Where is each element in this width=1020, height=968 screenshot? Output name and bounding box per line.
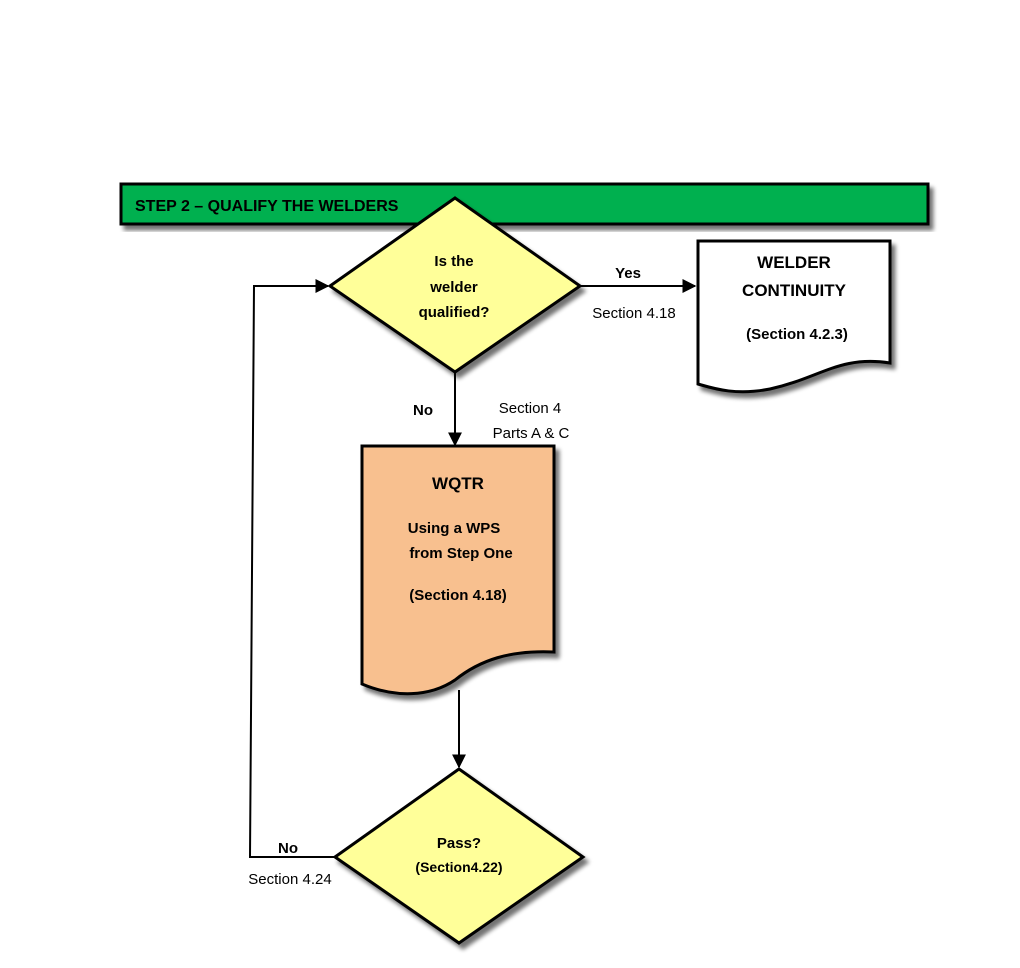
yes-connector: Yes Section 4.18: [580, 265, 697, 322]
no-label-top: No: [413, 402, 433, 419]
wqtr-shape: [360, 444, 556, 696]
wqtr-document: WQTR Using a WPS from Step One (Section …: [360, 444, 556, 696]
welder-continuity-reference: (Section 4.2.3): [746, 326, 848, 343]
no-reference-top-line-1: Section 4: [499, 400, 562, 417]
decision-welder-qualified-line-3: qualified?: [419, 304, 490, 321]
no-reference-bottom: Section 4.24: [248, 871, 331, 888]
step-header-bar: [119, 182, 930, 226]
welder-continuity-shape: [696, 239, 892, 394]
no-reference-top-line-2: Parts A & C: [493, 425, 570, 442]
decision-welder-qualified-line-2: welder: [429, 279, 478, 296]
yes-label: Yes: [615, 265, 641, 282]
no-loop-arrow: [248, 279, 335, 858]
wqtr-reference: (Section 4.18): [409, 587, 507, 604]
wqtr-line-2: from Step One: [409, 545, 512, 562]
welder-continuity-line-1: WELDER: [757, 253, 831, 272]
wqtr-line-1: Using a WPS: [408, 520, 501, 537]
no-connector-loop: No Section 4.24: [248, 279, 335, 888]
decision-pass-label: Pass?: [437, 835, 481, 852]
decision-welder-qualified-line-1: Is the: [434, 253, 473, 270]
no-connector-top: No Section 4 Parts A & C: [413, 372, 570, 447]
decision-welder-qualified: Is the welder qualified?: [327, 196, 583, 374]
wqtr-title: WQTR: [432, 474, 484, 493]
step-header-title: STEP 2 – QUALIFY THE WELDERS: [135, 198, 399, 215]
decision-pass-reference: (Section4.22): [415, 859, 502, 875]
yes-reference: Section 4.18: [592, 305, 675, 322]
welder-continuity-document: WELDER CONTINUITY (Section 4.2.3): [696, 239, 892, 394]
step-header: STEP 2 – QUALIFY THE WELDERS: [119, 182, 930, 226]
no-label-bottom: No: [278, 840, 298, 857]
decision-pass: Pass? (Section4.22): [332, 767, 586, 945]
welder-continuity-line-2: CONTINUITY: [742, 281, 847, 300]
decision-pass-shape: [332, 767, 586, 945]
